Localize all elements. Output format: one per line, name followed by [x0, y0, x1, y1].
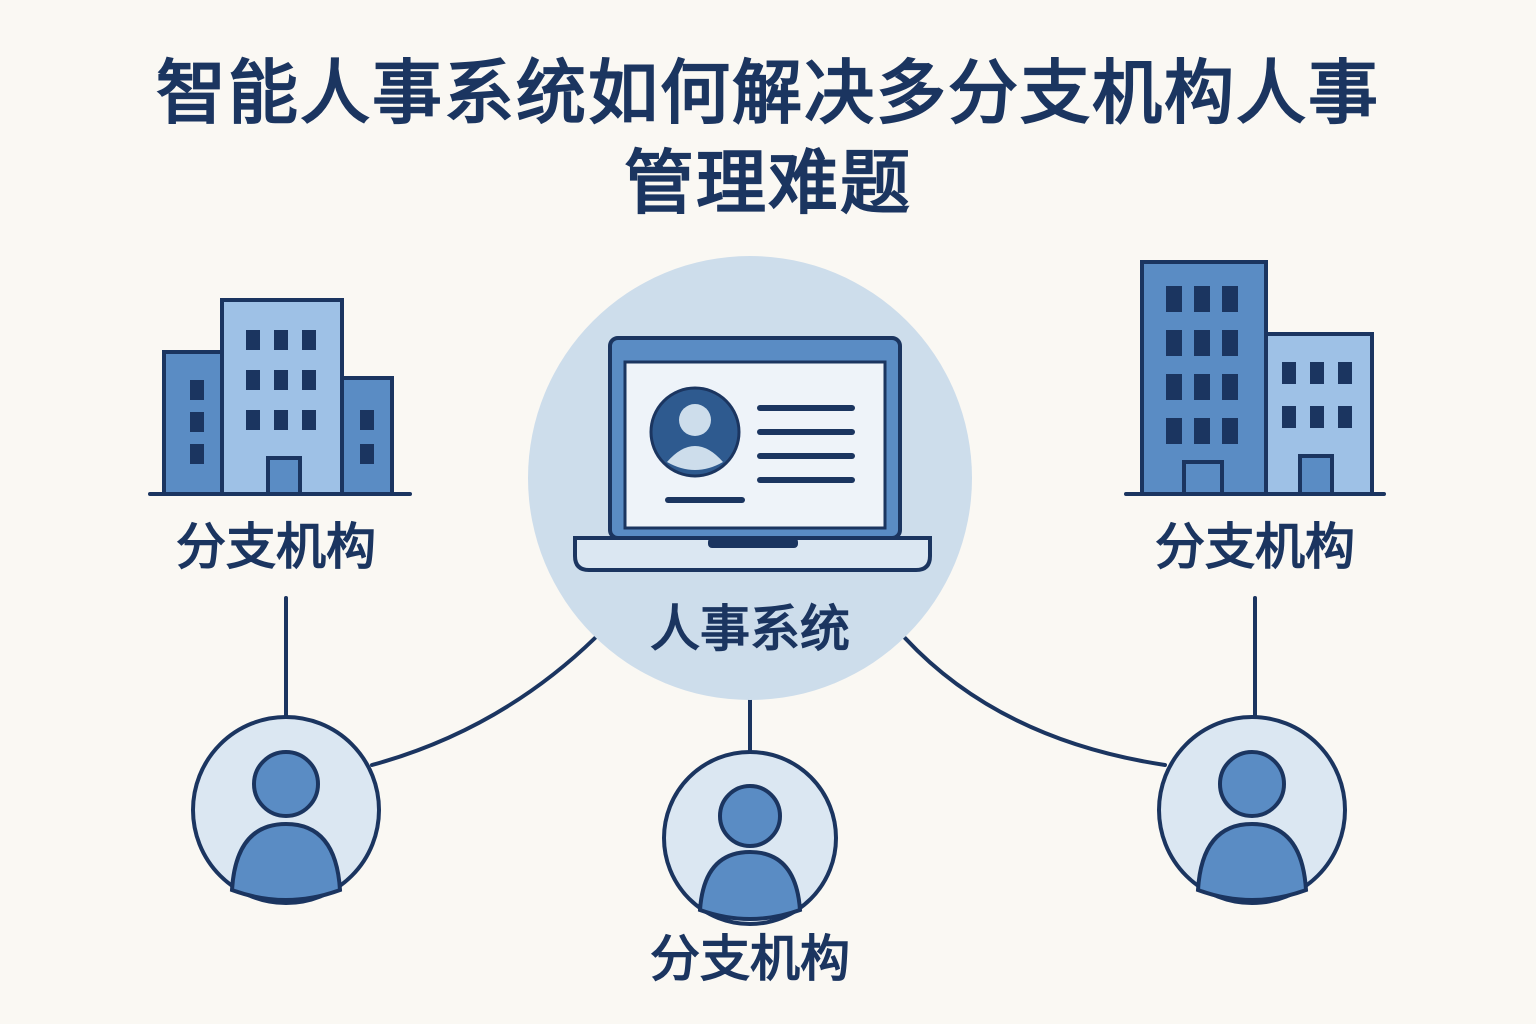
user-avatar-icon-left	[191, 715, 381, 905]
title-line-2: 管理难题	[624, 142, 912, 224]
user-avatar-icon-bottom	[662, 750, 838, 926]
branch-label-right: 分支机构	[1155, 518, 1355, 576]
branch-label-left: 分支机构	[176, 518, 376, 576]
office-building-icon-left	[148, 298, 412, 496]
title-line-1: 智能人事系统如何解决多分支机构人事	[156, 52, 1380, 134]
user-avatar-icon-right	[1157, 715, 1347, 905]
branch-label-bottom: 分支机构	[650, 930, 850, 988]
connector-right-curve	[903, 636, 1167, 767]
office-building-icon-right	[1124, 260, 1386, 496]
laptop-profile-icon	[573, 336, 932, 572]
center-hub-label: 人事系统	[650, 600, 850, 658]
connector-left-curve	[370, 636, 597, 767]
connector-lines	[284, 596, 1257, 767]
